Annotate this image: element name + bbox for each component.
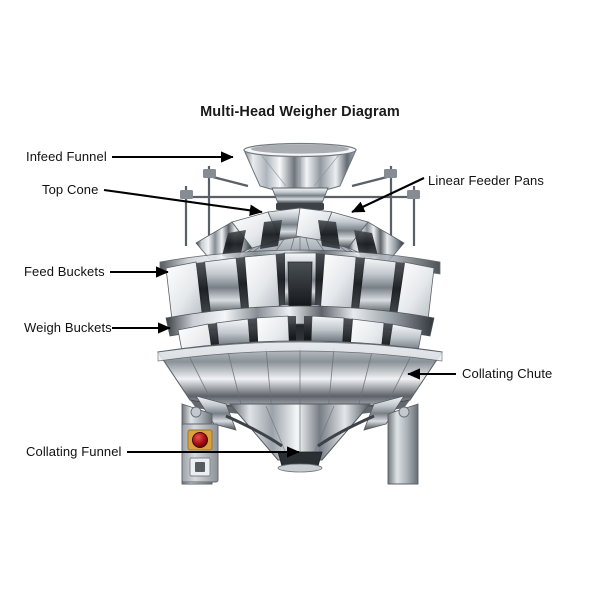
page-title: Multi-Head Weigher Diagram bbox=[200, 104, 400, 120]
collating-funnel-group bbox=[228, 403, 372, 473]
label-collating-funnel: Collating Funnel bbox=[26, 444, 122, 459]
feed-bucket-gaps bbox=[196, 253, 405, 316]
feed-buckets-group bbox=[165, 252, 435, 353]
funnel-collar bbox=[276, 203, 324, 210]
label-top-cone: Top Cone bbox=[42, 182, 99, 197]
label-linear-feeder-pans: Linear Feeder Pans bbox=[428, 173, 544, 188]
funnel-inner-shadow bbox=[251, 144, 349, 154]
collating-chute-facets bbox=[189, 347, 411, 414]
cable-left bbox=[225, 414, 283, 448]
label-weigh-buckets: Weigh Buckets bbox=[24, 320, 112, 335]
feeder-pan-dividers bbox=[222, 220, 378, 258]
collating-chute-rim bbox=[157, 341, 443, 362]
label-feed-buckets: Feed Buckets bbox=[24, 264, 105, 279]
discharge-flange bbox=[277, 463, 323, 473]
label-infeed-funnel: Infeed Funnel bbox=[26, 149, 107, 164]
leg-bolt-left bbox=[190, 406, 202, 418]
funnel-highlights bbox=[261, 155, 339, 190]
control-panel bbox=[181, 423, 219, 483]
collating-funnel-seams bbox=[265, 404, 335, 460]
leg-bolt-right bbox=[398, 406, 410, 418]
support-leg-right bbox=[387, 403, 419, 485]
cable-right bbox=[317, 414, 375, 448]
funnel-throat bbox=[271, 187, 329, 204]
emergency-stop-button[interactable] bbox=[192, 432, 208, 448]
label-collating-chute: Collating Chute bbox=[462, 366, 553, 381]
panel-indicator-icon bbox=[195, 462, 205, 472]
